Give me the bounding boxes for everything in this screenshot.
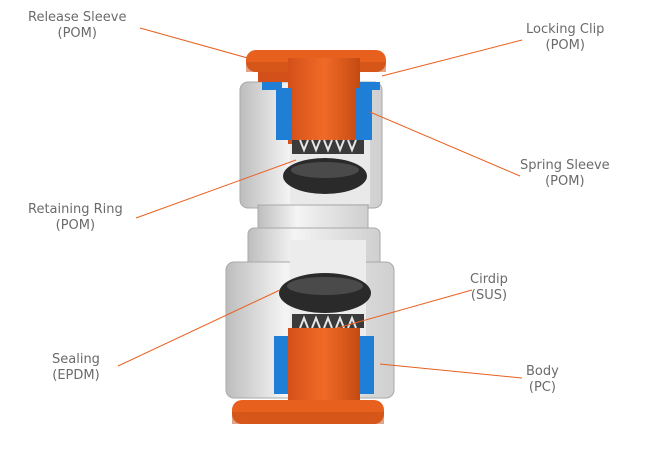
cirdip-material: (SUS) xyxy=(470,288,508,303)
locking-clip-top xyxy=(262,82,380,140)
label-retaining-ring: Retaining Ring (POM) xyxy=(28,202,123,234)
leader-release-sleeve xyxy=(139,27,263,63)
sealing-name: Sealing xyxy=(52,352,100,367)
cirdip-name: Cirdip xyxy=(470,272,508,287)
label-locking-clip: Locking Clip (POM) xyxy=(526,22,604,54)
leader-spring-sleeve xyxy=(369,111,521,177)
leader-sealing xyxy=(117,289,281,367)
label-cirdip: Cirdip (SUS) xyxy=(470,272,508,304)
cirdip-bottom xyxy=(292,314,364,329)
label-sealing: Sealing (EPDM) xyxy=(52,352,100,384)
retaining-ring-material: (POM) xyxy=(55,218,96,233)
release-sleeve-material: (POM) xyxy=(57,26,97,41)
leader-retaining-ring xyxy=(135,159,297,219)
seal-top-highlight xyxy=(291,162,359,178)
retaining-ring-top xyxy=(292,139,364,154)
leader-cirdip xyxy=(329,289,473,331)
seal-bottom-highlight xyxy=(287,277,363,295)
leader-body xyxy=(379,363,523,379)
release-sleeve-bottom xyxy=(232,328,384,424)
release-sleeve-name: Release Sleeve xyxy=(28,10,127,25)
body-material: (PC) xyxy=(528,380,556,395)
label-spring-sleeve: Spring Sleeve (POM) xyxy=(520,158,610,190)
label-body: Body (PC) xyxy=(526,364,559,396)
spring-sleeve-material: (POM) xyxy=(545,174,585,189)
body-name: Body xyxy=(526,364,559,379)
leader-lines xyxy=(117,27,523,379)
locking-clip-material: (POM) xyxy=(545,38,585,53)
release-sleeve-top xyxy=(246,50,386,144)
sealing-material: (EPDM) xyxy=(52,368,100,383)
locking-clip-bottom xyxy=(274,336,374,394)
label-release-sleeve: Release Sleeve (POM) xyxy=(28,10,126,42)
spring-sleeve-name: Spring Sleeve xyxy=(520,158,610,173)
locking-clip-name: Locking Clip xyxy=(526,22,605,37)
leader-locking-clip xyxy=(381,39,523,77)
retaining-ring-name: Retaining Ring xyxy=(28,202,123,217)
